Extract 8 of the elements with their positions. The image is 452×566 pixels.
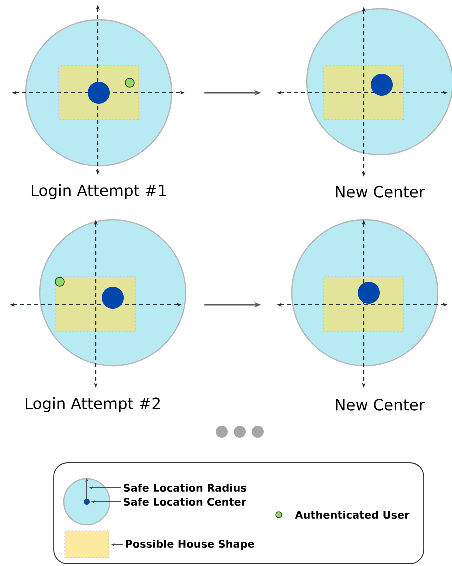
node-label: New Center — [336, 399, 426, 411]
legend-label: Safe Location Radius — [124, 484, 246, 492]
node-label: Login Attempt #2 — [26, 398, 160, 412]
node-label: Login Attempt #1 — [32, 184, 166, 200]
legend-label: Authenticated User — [295, 510, 410, 520]
legend-label: Possible House Shape — [126, 540, 254, 550]
node-label: New Center — [336, 186, 426, 198]
legend-label: Safe Location Center — [124, 498, 246, 506]
